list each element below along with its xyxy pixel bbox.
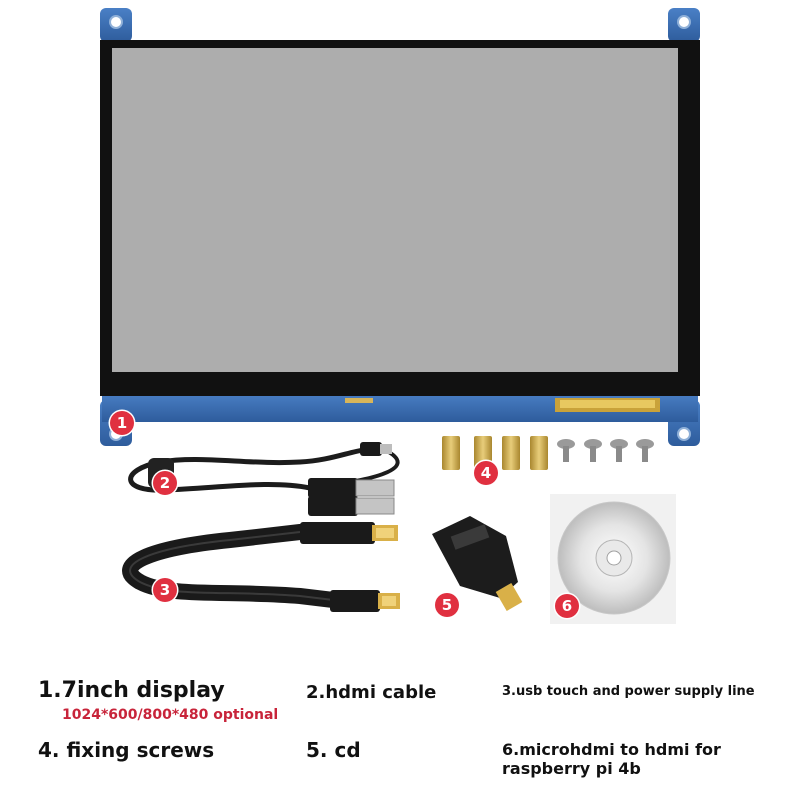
usb-a-plug-1 — [308, 478, 358, 498]
screw-1 — [557, 439, 575, 462]
badge-5: 5 — [435, 593, 459, 617]
standoff-4 — [530, 436, 548, 470]
badge-1: 1 — [110, 411, 134, 435]
caption-fixing-screws: 4. fixing screws — [38, 738, 215, 762]
micro-hdmi-tip — [495, 582, 523, 612]
screw-4 — [636, 439, 654, 462]
screw-3 — [610, 439, 628, 462]
usb-a-plug-2 — [308, 496, 358, 516]
caption-microhdmi: 6.microhdmi to hdmi for raspberry pi 4b — [502, 740, 721, 778]
standoff-3 — [502, 436, 520, 470]
display-module — [100, 8, 700, 446]
hdmi-plug-bottom — [330, 590, 380, 612]
display-screen — [112, 48, 678, 372]
badge-2: 2 — [153, 471, 177, 495]
usb-cable — [128, 442, 400, 516]
micro-usb-plug — [360, 442, 382, 456]
hdmi-cable — [122, 522, 400, 612]
badge-3: 3 — [153, 578, 177, 602]
caption-microhdmi-line2: raspberry pi 4b — [502, 759, 641, 778]
badge-4: 4 — [474, 461, 498, 485]
badge-6: 6 — [555, 594, 579, 618]
standoff-1 — [442, 436, 460, 470]
caption-microhdmi-line1: 6.microhdmi to hdmi for — [502, 740, 721, 759]
caption-hdmi-cable: 2.hdmi cable — [306, 682, 437, 703]
caption-display-resolution: 1024*600/800*480 optional — [62, 707, 279, 723]
caption-usb-line: 3.usb touch and power supply line — [502, 684, 755, 699]
caption-cd: 5. cd — [306, 738, 361, 762]
caption-display: 1.7inch display — [38, 678, 225, 703]
hdmi-plug-top — [300, 522, 375, 544]
screw-2 — [584, 439, 602, 462]
fixing-screws — [442, 436, 654, 470]
microhdmi-adapter — [432, 516, 523, 612]
